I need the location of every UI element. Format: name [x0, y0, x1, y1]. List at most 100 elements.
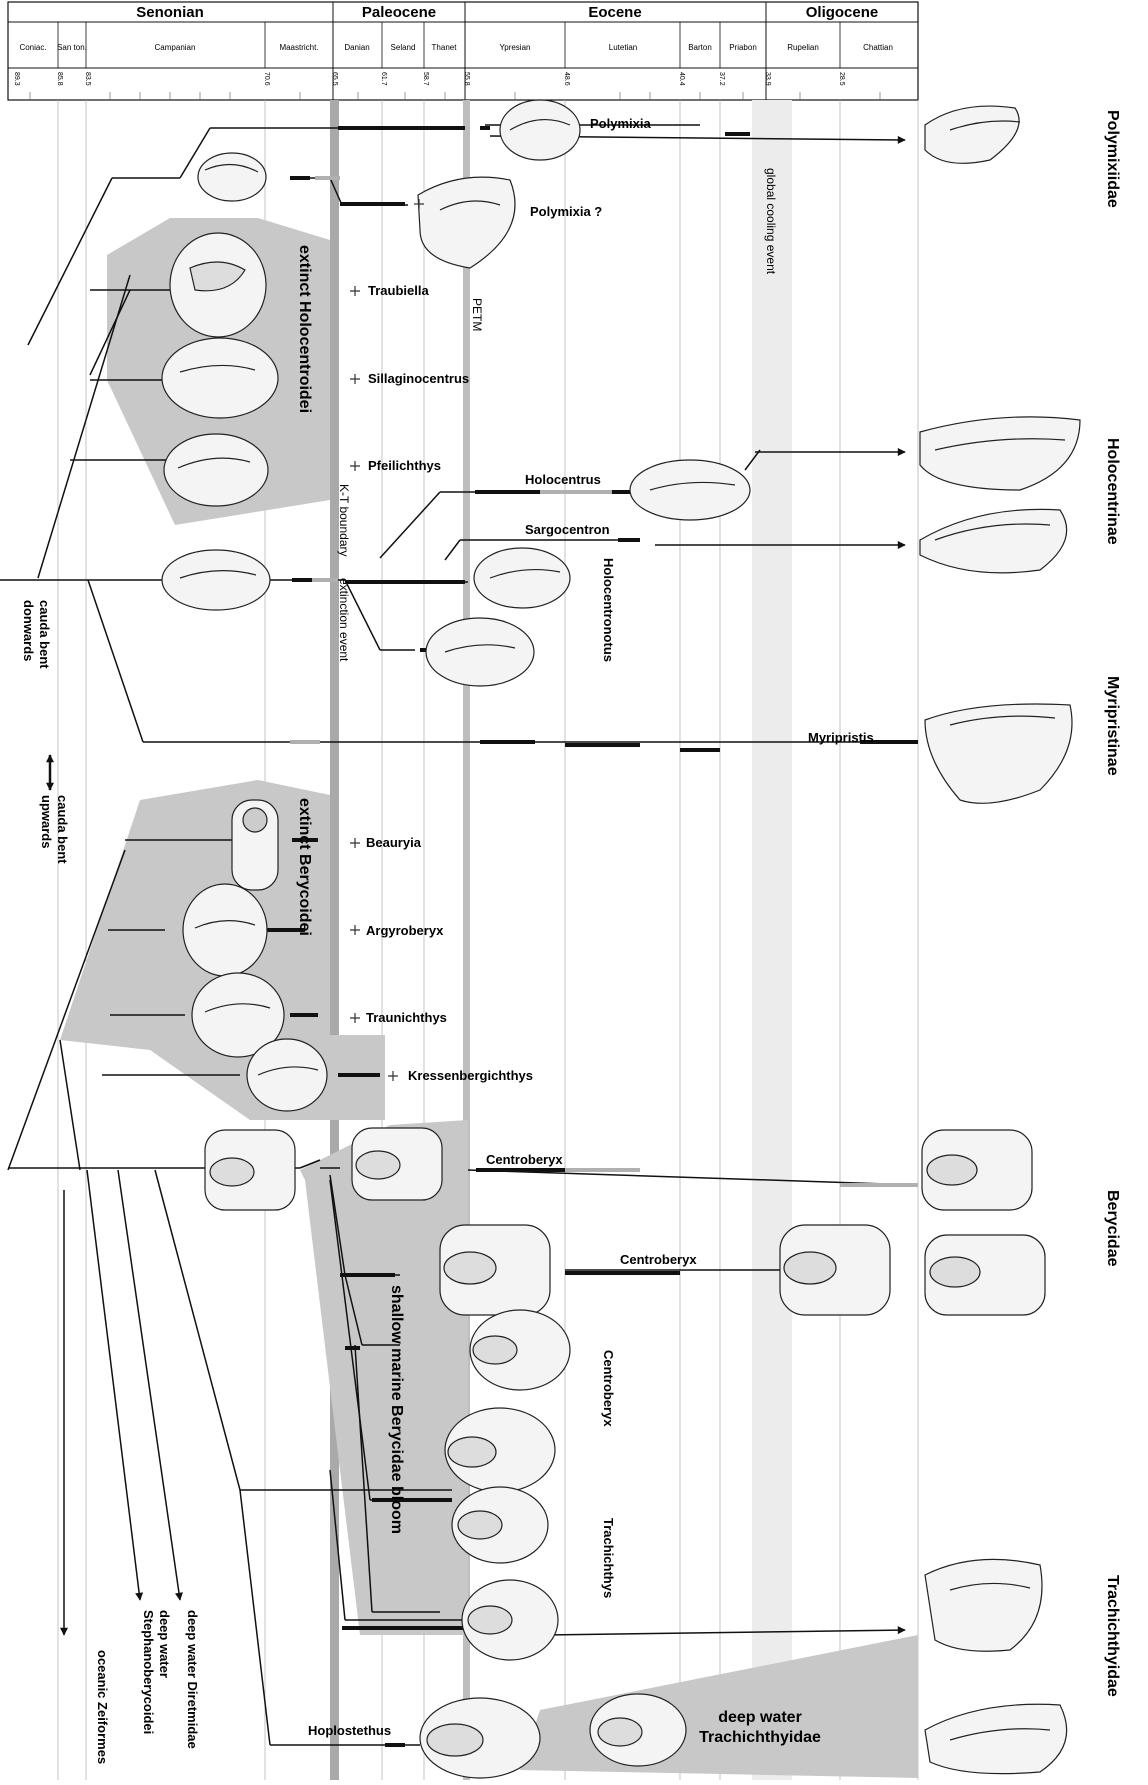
genus-label-argyroberyx: Argyroberyx — [366, 923, 444, 938]
genus-label-traunichthys: Traunichthys — [366, 1010, 447, 1025]
age-label: 85.8 — [56, 72, 63, 86]
group-label-deep-trachichthyidae-1: deep water — [718, 1709, 802, 1726]
stage-campanian: Campanian — [155, 43, 196, 52]
otolith-drawing-icon — [232, 800, 278, 890]
genus-label-centroberyx-1: Centroberyx — [486, 1152, 563, 1167]
stage-lutetian: Lutetian — [609, 43, 637, 52]
extinct-cross-icon — [350, 1013, 360, 1023]
age-label: 61.7 — [380, 72, 387, 86]
otolith-drawing-icon — [183, 884, 267, 976]
genus-label-traubiella: Traubiella — [368, 283, 429, 298]
otolith-drawing-icon — [247, 1039, 327, 1111]
stage-santonian: San ton. — [57, 43, 87, 52]
stage-selandian: Seland — [391, 43, 416, 52]
otolith-drawing-icon — [440, 1225, 550, 1315]
deep-trachichthyidae-region — [520, 1635, 918, 1778]
genus-label-sargocentron: Sargocentron — [525, 522, 610, 537]
age-label: 70.6 — [263, 72, 270, 86]
extinct-cross-icon — [350, 925, 360, 935]
cauda-up-note-1: cauda bent — [55, 795, 70, 864]
group-label-extinct-berycoidei: extinct Berycoidei — [296, 798, 313, 936]
lineage-label-zeiformes: oceanic Zeiformes — [95, 1650, 110, 1764]
otolith-drawing-icon — [925, 1704, 1067, 1773]
stage-coniacian: Coniac. — [19, 43, 46, 52]
cooling-band — [752, 100, 792, 1780]
otolith-drawing-icon — [920, 417, 1080, 490]
petm-label: PETM — [470, 298, 484, 331]
otolith-drawing-icon — [780, 1225, 890, 1315]
otolith-drawing-icon — [925, 1559, 1042, 1651]
otolith-drawing-icon — [630, 460, 750, 520]
cauda-down-note-2: donwards — [21, 600, 36, 661]
extinct-markers — [350, 199, 424, 1081]
stage-ypresian: Ypresian — [500, 43, 531, 52]
genus-label-holocentrus: Holocentrus — [525, 472, 601, 487]
genus-label-myripristis: Myripristis — [808, 730, 874, 745]
kt-boundary-band — [330, 100, 339, 1780]
extinct-cross-icon — [350, 286, 360, 296]
genus-label-kressenbergichthys: Kressenbergichthys — [408, 1068, 533, 1083]
otolith-drawing-icon — [925, 106, 1020, 163]
arrow-head-icon — [87, 1170, 140, 1600]
lineage-label-diretmidae: deep water Diretmidae — [185, 1610, 200, 1749]
family-label-holocentrinae: Holocentrinae — [1104, 438, 1121, 545]
stage-danian: Danian — [344, 43, 369, 52]
family-label-myripristinae: Myripristinae — [1104, 676, 1121, 776]
stage-chattian: Chattian — [863, 43, 893, 52]
cauda-up-note-2: upwards — [39, 795, 54, 848]
epoch-paleocene: Paleocene — [362, 4, 436, 21]
extinct-cross-icon — [350, 838, 360, 848]
otolith-drawing-icon — [162, 338, 278, 418]
stage-priabonian: Priabon — [729, 43, 757, 52]
otolith-drawing-icon — [426, 618, 534, 686]
epoch-eocene: Eocene — [588, 4, 641, 21]
otolith-drawing-icon — [352, 1128, 442, 1200]
otolith-drawing-icon — [920, 509, 1067, 572]
age-label: 89.3 — [13, 72, 20, 86]
otolith-drawing-icon — [925, 704, 1072, 803]
otolith-drawing-icon — [470, 1310, 570, 1390]
genus-label-holocentronotus: Holocentronotus — [601, 558, 616, 662]
genus-label-centroberyx-2: Centroberyx — [620, 1252, 697, 1267]
otolith-drawing-icon — [500, 100, 580, 160]
age-label: 28.5 — [838, 72, 845, 86]
arrow-head-icon — [118, 1170, 180, 1600]
age-label: 40.4 — [678, 72, 685, 86]
stage-thanetian: Thanet — [432, 43, 458, 52]
group-label-shallow-bloom: shallow marine Berycidae bloom — [388, 1285, 405, 1534]
genus-label-polymixia-q: Polymixia ? — [530, 204, 602, 219]
genus-label-centroberyx-3: Centroberyx — [601, 1350, 616, 1427]
lineage-label-stephanoberycoidei-1: deep water — [157, 1610, 172, 1678]
kt-boundary-label: K-T boundary — [337, 484, 351, 557]
stage-bartonian: Barton — [688, 43, 712, 52]
otolith-drawing-icon — [205, 1130, 295, 1210]
age-label: 83.5 — [84, 72, 91, 86]
otolith-drawing-icon — [162, 550, 270, 610]
genus-label-pfeilichthys: Pfeilichthys — [368, 458, 441, 473]
otolith-drawing-icon — [925, 1235, 1045, 1315]
extinction-event-label: extinction event — [337, 578, 351, 662]
age-label: 37.2 — [718, 72, 725, 86]
uncertain-range-bars — [290, 178, 918, 1185]
otolith-drawing-icon — [198, 153, 266, 201]
otolith-drawing-icon — [445, 1408, 555, 1492]
family-label-polymixiidae: Polymixiidae — [1104, 110, 1121, 208]
otolith-drawing-icon — [462, 1580, 558, 1660]
family-label-trachichthyidae: Trachichthyidae — [1104, 1575, 1121, 1697]
stage-maastrichtian: Maastricht. — [279, 43, 318, 52]
epoch-oligocene: Oligocene — [806, 4, 879, 21]
otolith-drawing-icon — [590, 1694, 686, 1766]
otolith-drawing-icon — [452, 1487, 548, 1563]
stage-rupelian: Rupelian — [787, 43, 819, 52]
otolith-drawing-icon — [922, 1130, 1032, 1210]
age-label: 48.6 — [563, 72, 570, 86]
genus-label-beauryia: Beauryia — [366, 835, 422, 850]
epoch-senonian: Senonian — [136, 4, 204, 21]
age-label: 65.5 — [331, 72, 338, 86]
age-label: 33.9 — [764, 72, 771, 86]
otolith-drawing-icon — [474, 548, 570, 608]
otolith-drawing-icon — [418, 177, 515, 268]
age-label: 55.8 — [463, 72, 470, 86]
